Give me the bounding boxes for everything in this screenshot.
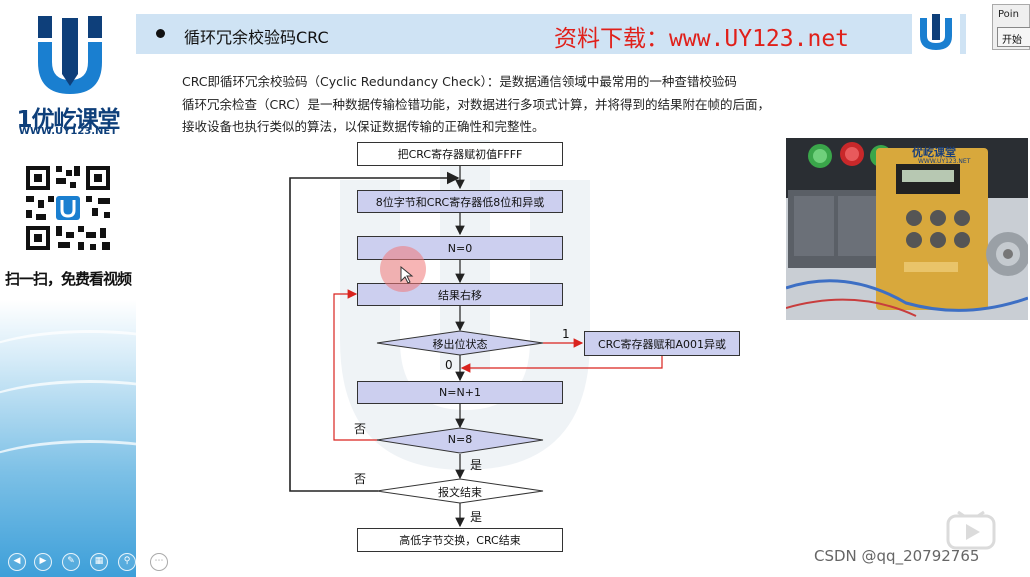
step-n-increment: N=N+1 [357, 381, 563, 404]
step-xor-a001: CRC寄存器赋和A001异或 [584, 331, 740, 356]
description-line-1: CRC即循环冗余校验码（Cyclic Redundancy Check）：是数据… [182, 74, 737, 89]
decision-shift-out-label: 移出位状态 [432, 338, 488, 351]
prev-slide-button[interactable]: ◀ [8, 553, 26, 571]
slide-title: 循环冗余校验码CRC [184, 28, 329, 47]
plc-inverter-photo-image [786, 138, 1028, 320]
decision-msg-end-label: 报文结束 [438, 486, 482, 499]
hardware-photo: 优屹课堂 WWW.UY123.NET [786, 138, 1028, 320]
sidebar: 1优屹课堂 WWW.UY123.NET 扫一扫，免费看视频 [0, 0, 136, 577]
video-play-watermark-icon [946, 510, 996, 550]
brand-url: WWW.UY123.NET [18, 126, 118, 137]
branch-label-no: 否 [354, 472, 367, 486]
decision-n-eight [376, 427, 544, 454]
mini-app-window[interactable]: Poin 开始 [992, 4, 1030, 50]
decision-shift-out [376, 330, 544, 356]
next-slide-button[interactable]: ▶ [34, 553, 52, 571]
decorative-swoosh [0, 330, 136, 410]
csdn-watermark: CSDN @qq_20792765 [814, 547, 980, 565]
decision-n-eight-label: N=8 [447, 433, 473, 446]
branch-label-no: 否 [354, 422, 367, 436]
panel-brand-text: 优屹课堂 [912, 146, 956, 159]
mini-window-title: Poin [998, 9, 1019, 20]
step-xor-low-byte: 8位字节和CRC寄存器低8位和异或 [357, 190, 563, 213]
panel-url-text: WWW.UY123.NET [918, 158, 971, 165]
step-init-crc: 把CRC寄存器赋初值FFFF [357, 142, 563, 166]
zoom-button[interactable]: ⚲ [118, 553, 136, 571]
branch-label-one: 1 [562, 327, 570, 341]
outer-loop-arrow [289, 171, 460, 492]
description-line-3: 接收设备也执行类似的算法，以保证数据传输的正确性和完整性。 [182, 119, 545, 134]
branch-label-yes: 是 [470, 458, 483, 472]
decision-msg-end [376, 478, 544, 504]
branch-label-zero: 0 [445, 358, 453, 372]
decorative-swoosh [0, 380, 136, 460]
decorative-swoosh [0, 440, 136, 520]
more-options-button[interactable]: ⋯ [150, 553, 168, 571]
inner-loop-arrow [333, 289, 378, 441]
bullet-icon [156, 29, 165, 38]
slides-overview-button[interactable]: ▦ [90, 553, 108, 571]
uy-logo-icon [38, 16, 102, 94]
scan-caption: 扫一扫，免费看视频 [4, 270, 132, 288]
brand-name: 1优屹课堂 [16, 107, 120, 133]
qr-code-icon [22, 162, 114, 254]
slide-title-bar: 循环冗余校验码CRC 资料下载：www.UY123.net [136, 14, 966, 54]
branch-label-yes: 是 [470, 510, 483, 524]
uy-small-logo-icon [912, 8, 960, 56]
presentation-controls: ◀ ▶ ✎ ▦ ⚲ ⋯ [0, 549, 180, 577]
start-button[interactable]: 开始 [997, 27, 1030, 47]
pen-tool-button[interactable]: ✎ [62, 553, 80, 571]
promo-download-text: 资料下载：www.UY123.net [554, 26, 850, 52]
return-arrow [460, 356, 663, 373]
description-line-2: 循环冗余检查（CRC）是一种数据传输检错功能，对数据进行多项式计算，并将得到的结… [182, 97, 771, 112]
mouse-cursor-icon [400, 266, 414, 284]
step-swap-bytes: 高低字节交换，CRC结束 [357, 528, 563, 552]
